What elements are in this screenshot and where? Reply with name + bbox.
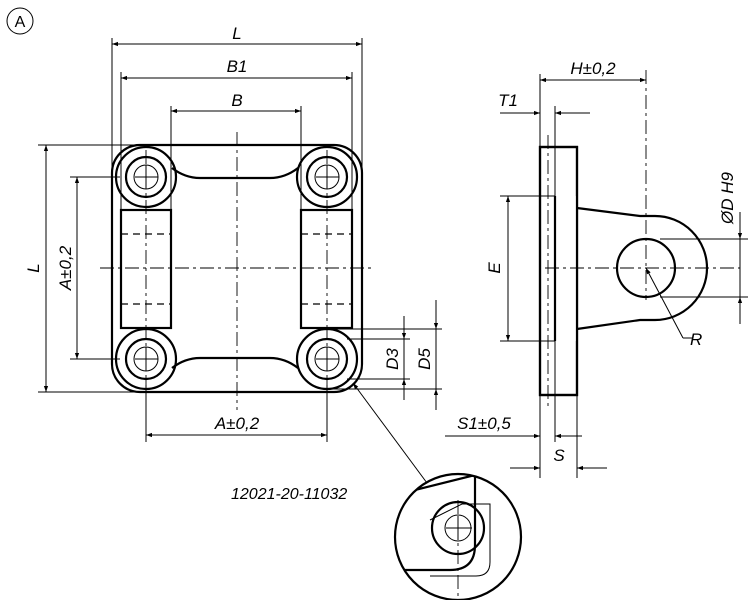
label-S: S (553, 446, 565, 465)
front-view: L B1 B L A±0,2 (24, 24, 442, 484)
label-D3: D3 (383, 348, 402, 370)
view-badge-label: A (15, 14, 26, 31)
dimension-D5: D5 (330, 300, 442, 410)
bottom-inner-contour (171, 356, 299, 369)
dimension-L-side: L (24, 144, 140, 393)
dimension-R: R (645, 267, 702, 349)
detail-circle (393, 472, 523, 600)
label-B1: B1 (227, 57, 248, 76)
detail-view: 12021-20-11032 (231, 472, 523, 600)
dimension-D3: D3 (347, 316, 410, 400)
section-gap (555, 196, 577, 341)
top-inner-contour (171, 167, 299, 180)
label-T1: T1 (498, 91, 518, 110)
dimension-A-vertical: A±0,2 (56, 176, 120, 360)
dimension-S: S (510, 395, 607, 478)
label-S1: S1±0,5 (457, 414, 511, 433)
dimension-B1: B1 (120, 57, 353, 210)
label-D: ØD H9 (718, 171, 737, 225)
detail-inner-outline (429, 503, 491, 577)
label-R: R (690, 330, 702, 349)
side-view: H±0,2 T1 ØD H9 E R (445, 59, 748, 478)
dimension-A-bottom: A±0,2 (145, 385, 328, 442)
label-H: H±0,2 (570, 59, 616, 78)
label-D5: D5 (415, 348, 434, 370)
dimension-T1: T1 (498, 91, 590, 147)
detail-boss-outline (395, 474, 477, 572)
dimension-S1: S1±0,5 (445, 395, 582, 478)
detail-leader (352, 382, 428, 484)
clevis-lug (576, 206, 709, 331)
detail-content (395, 474, 491, 600)
label-E: E (485, 262, 504, 274)
part-number-label: 12021-20-11032 (231, 486, 347, 503)
right-pocket (299, 208, 354, 330)
dimension-B: B (170, 91, 302, 210)
radius-leader (645, 267, 684, 339)
label-L-top: L (232, 24, 241, 43)
dimension-H: H±0,2 (539, 59, 646, 147)
label-A-vertical: A±0,2 (56, 245, 75, 291)
view-badge-circle (6, 7, 34, 35)
label-B: B (231, 91, 242, 110)
view-badge: A (6, 7, 34, 35)
label-L-side: L (24, 263, 43, 272)
dimension-E: E (485, 195, 555, 342)
dimension-D: ØD H9 (660, 171, 748, 324)
label-A-bottom: A±0,2 (214, 414, 260, 433)
